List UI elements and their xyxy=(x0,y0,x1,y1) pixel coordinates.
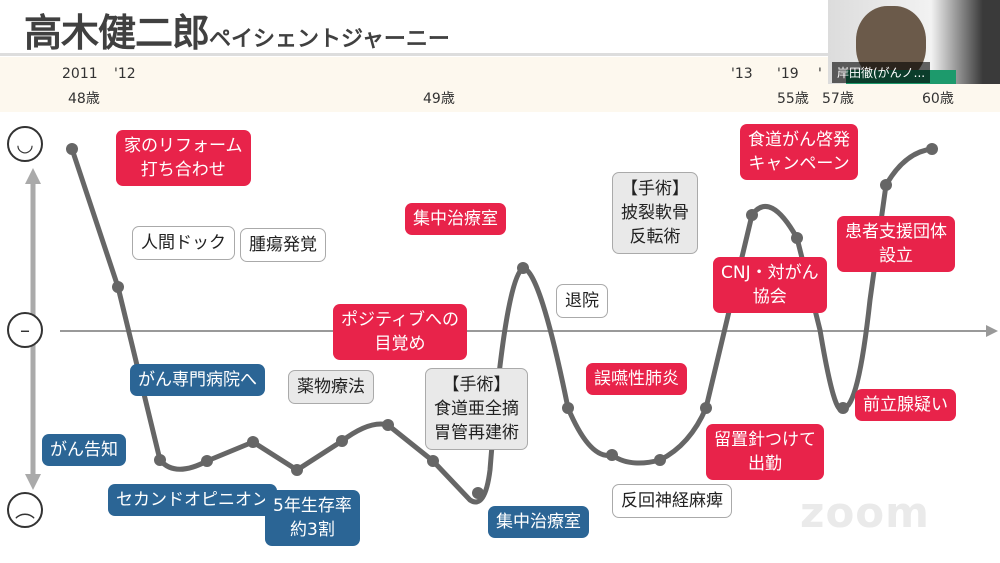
curve-points xyxy=(66,143,938,499)
curve-point xyxy=(654,454,666,466)
neutral-face-icon: – xyxy=(7,312,43,348)
axis-arrow-down xyxy=(25,474,41,490)
curve-point xyxy=(562,402,574,414)
curve-point xyxy=(336,435,348,447)
curve-point xyxy=(66,143,78,155)
curve-point xyxy=(606,449,618,461)
curve-point xyxy=(201,455,213,467)
callout-blue: 5年生存率 約3割 xyxy=(265,490,360,546)
age-label: 57歳 xyxy=(822,91,854,107)
year-label: '12 xyxy=(114,66,136,82)
happy-face-icon: ◡ xyxy=(7,126,43,162)
callout-white: 退院 xyxy=(556,284,608,318)
divider xyxy=(0,53,1000,56)
curve-point xyxy=(112,281,124,293)
callout-blue: がん専門病院へ xyxy=(130,364,265,396)
callout-red: CNJ・対がん 協会 xyxy=(713,257,827,313)
callout-white: 人間ドック xyxy=(132,226,235,260)
callout-red: 集中治療室 xyxy=(405,203,506,235)
curve-point xyxy=(791,232,803,244)
slide-title: 高木健二郎ペイシェントジャーニー xyxy=(24,2,450,57)
zoom-watermark: zoom xyxy=(800,488,930,537)
year-label: '19 xyxy=(777,66,799,82)
curve-point xyxy=(517,262,529,274)
callout-red: 誤嚥性肺炎 xyxy=(586,363,687,395)
curve-point xyxy=(247,436,259,448)
callout-blue: 集中治療室 xyxy=(488,506,589,538)
callout-red: 前立腺疑い xyxy=(855,389,956,421)
callout-gray: 【手術】 披裂軟骨 反転術 xyxy=(612,172,698,254)
age-label: 55歳 xyxy=(777,91,809,107)
curve-point xyxy=(382,419,394,431)
callout-gray: 【手術】 食道亜全摘 胃管再建術 xyxy=(425,368,528,450)
callout-blue: セカンドオピニオン xyxy=(108,484,277,516)
curve-point xyxy=(472,487,484,499)
callout-red: 患者支援団体 設立 xyxy=(837,216,955,272)
callout-white: 反回神経麻痺 xyxy=(612,484,732,518)
sad-face-icon: ︵ xyxy=(7,492,43,528)
age-label: 60歳 xyxy=(922,91,954,107)
participant-name: 岸田徹(がんノ... xyxy=(832,62,931,83)
participant-video[interactable]: 岸田徹(がんノ... xyxy=(828,0,1000,84)
callout-red: ポジティブへの 目覚め xyxy=(333,304,467,360)
title-subtitle: ペイシェントジャーニー xyxy=(209,27,450,52)
year-label: '13 xyxy=(731,66,753,82)
callout-blue: がん告知 xyxy=(42,434,126,466)
curve-point xyxy=(427,455,439,467)
curve-point xyxy=(837,402,849,414)
curve-point xyxy=(746,209,758,221)
callout-white: 腫瘍発覚 xyxy=(240,228,326,262)
curve-point xyxy=(154,454,166,466)
callout-gray: 薬物療法 xyxy=(288,370,374,404)
callout-red: 食道がん啓発 キャンペーン xyxy=(740,124,858,180)
age-label: 48歳 xyxy=(68,91,100,107)
age-label: 49歳 xyxy=(423,91,455,107)
time-axis-arrow xyxy=(986,325,998,337)
year-label: 2011 xyxy=(62,66,98,82)
callout-red: 留置針つけて 出勤 xyxy=(706,424,824,480)
curve-point xyxy=(926,143,938,155)
axis-arrow-up xyxy=(25,168,41,184)
curve-point xyxy=(880,179,892,191)
curve-point xyxy=(700,402,712,414)
title-name: 高木健二郎 xyxy=(24,11,210,55)
callout-red: 家のリフォーム 打ち合わせ xyxy=(116,130,251,186)
year-label: ' xyxy=(818,66,822,82)
curve-point xyxy=(291,464,303,476)
